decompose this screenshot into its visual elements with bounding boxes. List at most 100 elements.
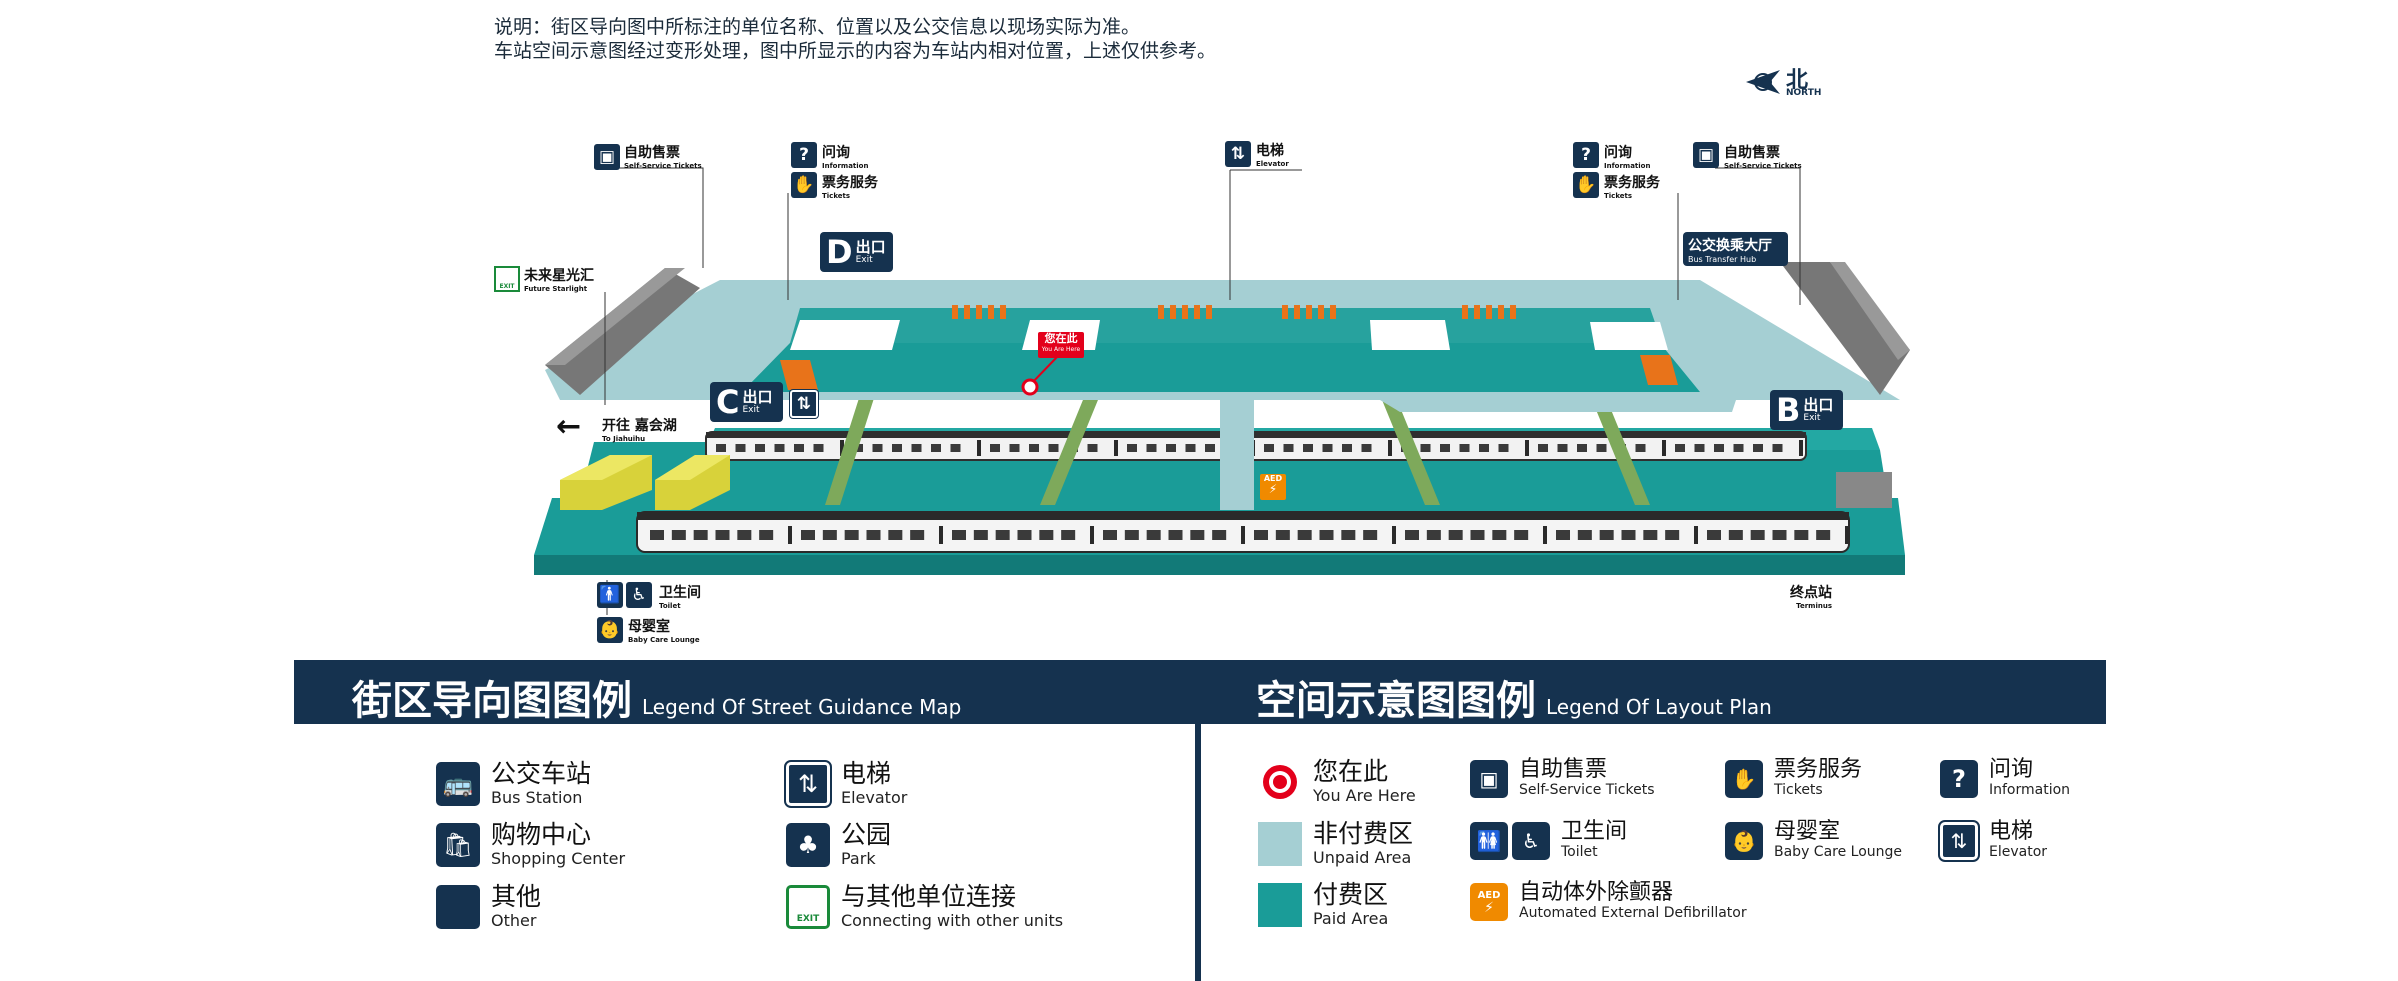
train-window — [1772, 444, 1783, 452]
north-label-en: NORTH — [1786, 88, 1822, 98]
train-car-divider — [1525, 440, 1529, 456]
train-window — [1363, 530, 1378, 540]
train-window — [1361, 444, 1372, 452]
train-window — [801, 530, 815, 540]
escalator — [1640, 355, 1678, 385]
train-window — [1029, 444, 1039, 452]
train-window — [866, 530, 881, 540]
train-window — [892, 444, 902, 452]
train-window — [737, 530, 752, 540]
self-service-label-left: 自助售票 Self-Service Tickets — [624, 142, 702, 170]
train-window — [1694, 444, 1705, 452]
bus-hub-label: 公交换乘大厅 Bus Transfer Hub — [1683, 232, 1788, 266]
elevator-label-top: 电梯 Elevator — [1256, 140, 1289, 168]
exit-b-cn: 出口 — [1803, 396, 1834, 415]
legend-elevator-layout-en: Elevator — [1989, 844, 2048, 861]
fare-gate — [976, 305, 982, 319]
direction-en: To Jiahuihu — [602, 435, 646, 443]
train-window — [1061, 530, 1076, 540]
north-label: 北 — [1786, 68, 1809, 93]
train-window — [1017, 530, 1032, 540]
train-car-divider — [1241, 526, 1245, 544]
park-icon: ♣ — [786, 823, 830, 867]
aed-text: AED — [1263, 474, 1283, 483]
train-window — [1168, 530, 1183, 540]
unpaid-area-swatch — [1258, 822, 1302, 866]
fare-gate — [1474, 305, 1480, 319]
ticket-machine-icon: ▣ — [1470, 760, 1508, 798]
legend-info-en: Information — [1989, 782, 2071, 799]
fare-gate — [1182, 305, 1188, 319]
train-window — [1426, 530, 1441, 540]
elevator-icon: ⇅ — [1938, 820, 1980, 862]
train-window — [735, 444, 746, 452]
bus-hub-cn: 公交换乘大厅 — [1688, 237, 1772, 254]
legend-elevator-layout-cn: 电梯 — [1989, 819, 2034, 844]
train-window — [1816, 530, 1831, 540]
train-window — [1146, 530, 1161, 540]
train-window — [1341, 530, 1356, 540]
direction-cn: 开往 嘉会湖 — [602, 418, 677, 434]
exit-badge-text: EXIT — [499, 283, 515, 290]
ticket-machine-icon: ▣ — [1693, 142, 1719, 168]
train-car-divider — [1845, 526, 1849, 544]
train-window — [1557, 444, 1568, 452]
north-indicator: 北 NORTH — [1744, 66, 1821, 102]
terminus-cn: 终点站 — [1790, 585, 1832, 601]
train-car-divider — [1090, 526, 1094, 544]
train-car-divider — [1392, 526, 1396, 544]
train-window — [1283, 444, 1294, 452]
toilet-accessible-icon: ♿ — [1512, 822, 1550, 860]
train-window — [759, 530, 774, 540]
elevator-icon: ⇅ — [784, 760, 832, 808]
legend-other-cn: 其他 — [491, 882, 542, 911]
fare-gate — [1318, 305, 1324, 319]
train-window — [1254, 530, 1268, 540]
train-window — [1405, 530, 1419, 540]
info-label-right-en: Information — [1604, 162, 1651, 170]
train-window — [1342, 444, 1352, 452]
toilet-en: Toilet — [659, 602, 681, 610]
legend-other-en: Other — [491, 911, 537, 930]
train-window — [1707, 530, 1721, 540]
train-window — [950, 444, 961, 452]
fare-gate — [1294, 305, 1300, 319]
fare-gate — [1000, 305, 1006, 319]
legend-header-bar — [294, 660, 2106, 724]
fare-gate — [1486, 305, 1492, 319]
train-car-divider — [1114, 440, 1118, 456]
legend-baby-en: Baby Care Lounge — [1774, 844, 1903, 861]
legend-tickets-en: Tickets — [1774, 782, 1823, 799]
baby-care-icon: 👶 — [597, 617, 623, 643]
concourse-paid — [742, 343, 1700, 392]
train-window — [1596, 444, 1607, 452]
legend-elevator-en: Elevator — [841, 788, 908, 807]
concourse-paid-upper — [790, 308, 1662, 343]
legend-self-service-cn: 自助售票 — [1519, 757, 1608, 782]
train-car-divider — [788, 526, 792, 544]
fare-gate — [1306, 305, 1312, 319]
legend-shopping-cn: 购物中心 — [491, 820, 592, 849]
note-line-1: 说明：街区导向图中所标注的单位名称、位置以及公交信息以现场实际为准。 — [494, 16, 1141, 38]
legend-toilet-en: Toilet — [1561, 844, 1598, 861]
legend-shopping-en: Shopping Center — [491, 849, 626, 868]
exit-c-cn: 出口 — [742, 388, 773, 407]
legend-unpaid-en: Unpaid Area — [1313, 848, 1412, 867]
ticket-service-icon: ✋ — [1573, 172, 1599, 198]
train-window — [1205, 444, 1215, 452]
legend-elevator-cn: 电梯 — [841, 759, 892, 788]
legend-connecting-en: Connecting with other units — [841, 911, 1064, 930]
info-icon: ? — [1940, 760, 1978, 798]
legend-divider — [1195, 724, 1201, 981]
train-window — [1750, 530, 1765, 540]
train-window — [755, 444, 765, 452]
legend-toilet-cn: 卫生间 — [1561, 819, 1628, 844]
train-window — [1448, 530, 1463, 540]
train-window — [1470, 530, 1485, 540]
future-starlight-en: Future Starlight — [524, 285, 588, 293]
direction-label: 开往 嘉会湖 To Jiahuihu — [602, 415, 677, 443]
